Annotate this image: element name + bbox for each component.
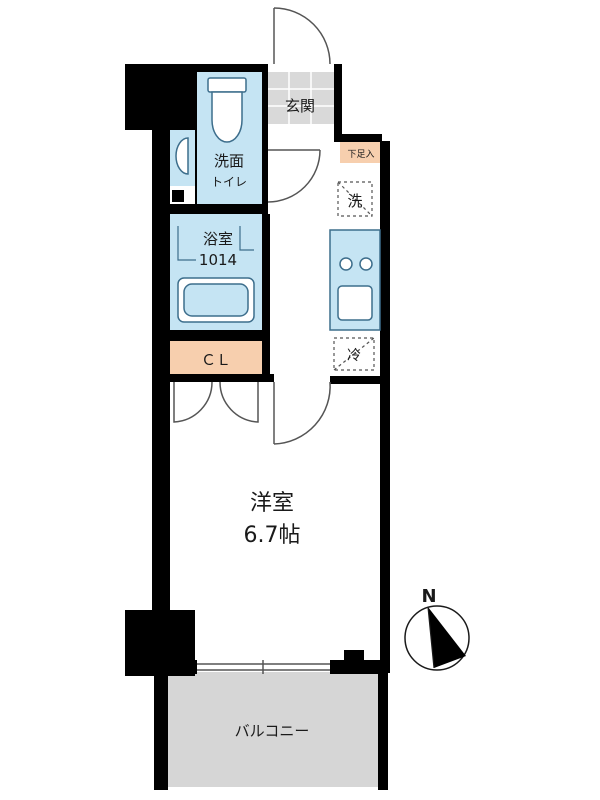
entrance-floor: [266, 72, 334, 124]
washer-space: [337, 181, 373, 217]
bathtub-fixture: [177, 226, 255, 323]
walls: [125, 64, 390, 790]
balcony-sash-window: [197, 660, 330, 674]
entrance-tile-grid: [266, 72, 334, 124]
bathroom-label: 浴室: [203, 230, 233, 248]
shoe-box-label: 下足入: [347, 149, 374, 160]
shoe-box-floor: [340, 141, 382, 163]
pipe-shaft: [172, 190, 184, 202]
washer-label: 洗: [347, 192, 362, 210]
toilet-fixture: [207, 77, 247, 143]
western-room-size-label: 6.7帖: [244, 523, 301, 548]
western-room-label: 洋室: [250, 491, 294, 516]
fridge-space: [333, 337, 375, 371]
kitchen-counter: [329, 229, 381, 331]
washroom-label: 洗面: [214, 152, 244, 170]
kitchen-sink-icon: [337, 285, 373, 321]
compass-north-label: N: [421, 586, 436, 607]
stove-burner-left-icon: [339, 257, 353, 271]
compass: N: [404, 586, 470, 671]
closet-floor: [170, 341, 262, 375]
entrance-label: 玄関: [285, 97, 315, 115]
stove-burner-right-icon: [359, 257, 373, 271]
toilet-label: トイレ: [211, 175, 247, 189]
doors: [173, 7, 331, 445]
fridge-label: 冷: [347, 348, 361, 364]
compass-needle-icon: [428, 607, 466, 668]
balcony-floor: [168, 672, 380, 787]
washbasin-fixture: [175, 137, 189, 175]
bath-size-label: 1014: [199, 251, 237, 269]
closet-label: ＣＬ: [201, 351, 231, 369]
balcony-label: バルコニー: [235, 722, 310, 740]
